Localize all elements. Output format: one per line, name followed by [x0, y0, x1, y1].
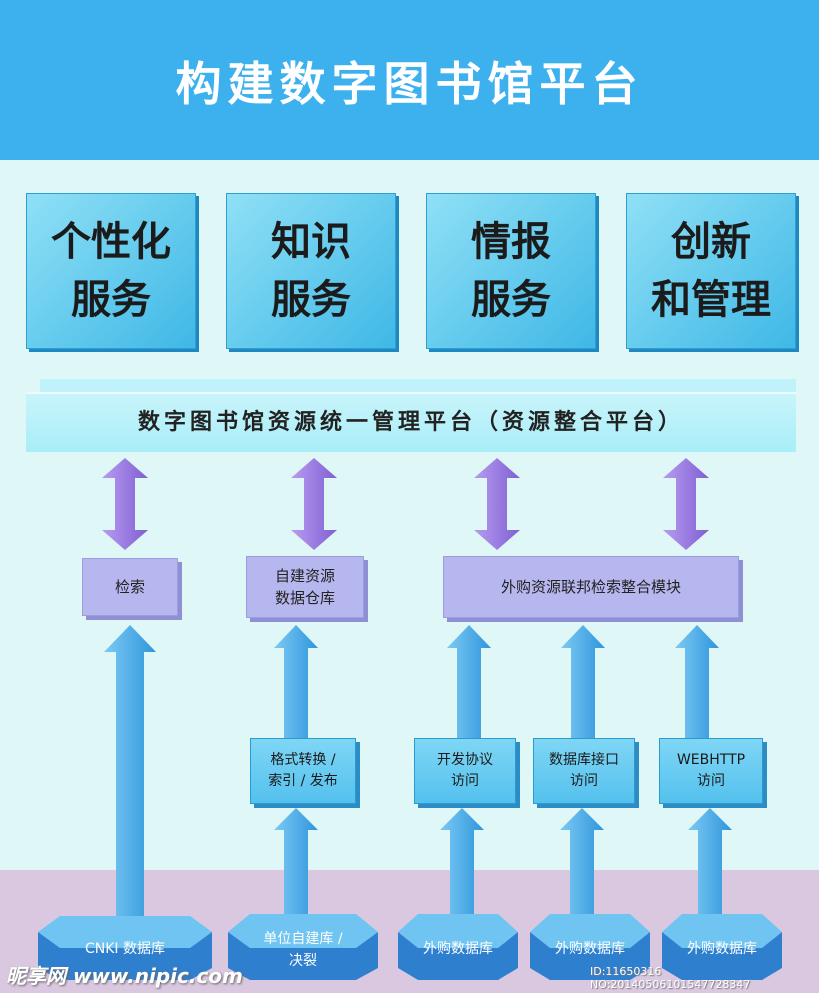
step-format-convert: 格式转换 / 索引 / 发布	[250, 738, 356, 804]
database-shape	[530, 914, 650, 980]
platform-bar-top	[40, 379, 796, 392]
service-label-line2: 服务	[71, 277, 151, 323]
platform-label: 数字图书馆资源统一管理平台（资源整合平台）	[137, 410, 684, 435]
service-innovation: 创新 和管理	[626, 193, 796, 349]
module-label-line2: 数据仓库	[274, 589, 335, 607]
step-label-line2: 索引 / 发布	[268, 773, 338, 789]
header-banner	[0, 0, 819, 160]
step-protocol-access: 开发协议 访问	[414, 738, 516, 804]
service-label-line2: 服务	[271, 277, 351, 323]
step-label-line2: 访问	[570, 773, 598, 789]
database-label-line1: 单位自建库 /	[263, 931, 343, 947]
double-arrow-icon	[663, 458, 709, 550]
watermark-id: ID:11650316 NO:20140506101547728347	[590, 965, 751, 991]
database-label-cnki: CNKI 数据库	[84, 941, 165, 957]
database-label-ext3: 外购数据库	[687, 941, 757, 957]
up-arrow-icon	[104, 625, 156, 920]
page-title: 构建数字图书馆平台	[175, 57, 644, 111]
up-arrow-icon	[274, 625, 318, 740]
step-label-line2: 访问	[697, 773, 725, 789]
up-arrow-icon	[447, 625, 491, 740]
up-arrow-icon	[560, 808, 604, 915]
module-search: 检索	[82, 558, 178, 616]
step-webhttp-access: WEBHTTP 访问	[659, 738, 763, 804]
service-label-line1: 创新	[671, 219, 751, 265]
module-label-line1: 自建资源	[274, 567, 335, 585]
step-label-line1: 开发协议	[437, 752, 493, 768]
up-arrow-icon	[688, 808, 732, 915]
database-label-unit: 单位自建库 / 决裂	[228, 928, 378, 972]
platform-bar	[26, 392, 796, 452]
module-federated-search: 外购资源联邦检索整合模块	[443, 556, 739, 618]
database-shape	[228, 914, 378, 980]
module-self-built-warehouse: 自建资源 数据仓库	[246, 556, 364, 618]
database-shape	[662, 914, 782, 980]
step-label-line1: 数据库接口	[549, 752, 619, 768]
up-arrow-icon	[274, 808, 318, 915]
up-arrow-icon	[561, 625, 605, 740]
service-personalized: 个性化 服务	[26, 193, 196, 349]
up-arrow-icon	[675, 625, 719, 740]
double-arrow-icon	[474, 458, 520, 550]
database-label-line2: 决裂	[289, 953, 317, 969]
up-arrow-icon	[440, 808, 484, 915]
service-label-line2: 服务	[471, 277, 551, 323]
service-knowledge: 知识 服务	[226, 193, 396, 349]
step-label-line1: 格式转换 /	[270, 752, 336, 768]
step-database-interface: 数据库接口 访问	[533, 738, 635, 804]
service-label-line1: 情报	[471, 219, 551, 265]
step-label-line2: 访问	[451, 773, 479, 789]
service-intelligence: 情报 服务	[426, 193, 596, 349]
database-shape	[398, 914, 518, 980]
service-label-line1: 个性化	[51, 219, 171, 265]
double-arrow-icon	[102, 458, 148, 550]
database-label-ext1: 外购数据库	[423, 941, 493, 957]
module-label: 检索	[114, 578, 145, 596]
service-label-line1: 知识	[271, 219, 351, 265]
database-shape	[38, 916, 212, 980]
service-label-line2: 和管理	[651, 277, 771, 323]
module-label: 外购资源联邦检索整合模块	[500, 578, 681, 596]
database-label-ext2: 外购数据库	[555, 941, 625, 957]
watermark-logo: 昵享网 www.nipic.com	[6, 964, 243, 988]
double-arrow-icon	[291, 458, 337, 550]
step-label-line1: WEBHTTP	[676, 752, 746, 768]
